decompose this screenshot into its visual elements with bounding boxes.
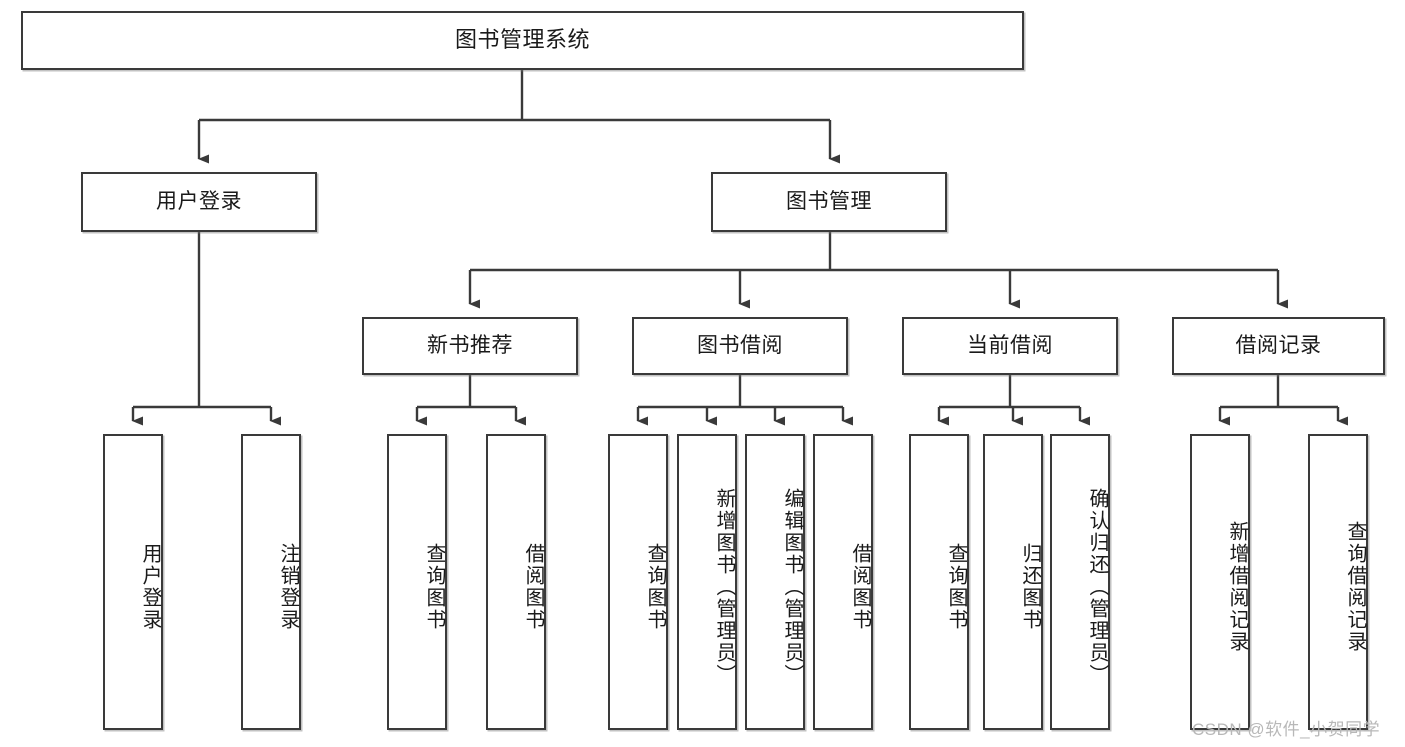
node-leaf-edit-book-admin[interactable]: 编辑图书（管理员） (745, 434, 805, 730)
node-label: 用户登录 (156, 190, 242, 214)
node-leaf-borrow-book[interactable]: 借阅图书 (813, 434, 873, 730)
node-leaf-query-book-current[interactable]: 查询图书 (909, 434, 969, 730)
node-book-manage[interactable]: 图书管理 (711, 172, 947, 232)
node-leaf-return-book[interactable]: 归还图书 (983, 434, 1043, 730)
node-label: 确认归还（管理员） (1086, 488, 1108, 686)
node-leaf-borrow-book-rec[interactable]: 借阅图书 (486, 434, 546, 730)
node-leaf-user-logout[interactable]: 注销登录 (241, 434, 301, 730)
node-label: 编辑图书（管理员） (781, 488, 803, 686)
node-root[interactable]: 图书管理系统 (21, 11, 1024, 70)
node-current-borrow[interactable]: 当前借阅 (902, 317, 1118, 375)
node-label: 查询图书 (644, 543, 666, 631)
node-label: 图书管理 (786, 190, 872, 214)
node-label: 新增借阅记录 (1226, 521, 1248, 653)
node-label: 注销登录 (277, 543, 299, 631)
node-leaf-query-borrow-record[interactable]: 查询借阅记录 (1308, 434, 1368, 730)
node-leaf-query-book-rec[interactable]: 查询图书 (387, 434, 447, 730)
node-label: 用户登录 (139, 543, 161, 631)
node-book-borrow[interactable]: 图书借阅 (632, 317, 848, 375)
node-label: 查询图书 (945, 543, 967, 631)
node-label: 查询借阅记录 (1344, 521, 1366, 653)
node-label: 归还图书 (1019, 543, 1041, 631)
node-user-login[interactable]: 用户登录 (81, 172, 317, 232)
node-leaf-add-borrow-record[interactable]: 新增借阅记录 (1190, 434, 1250, 730)
node-label: 借阅记录 (1235, 334, 1322, 358)
node-label: 借阅图书 (522, 543, 544, 631)
node-label: 图书借阅 (697, 334, 783, 358)
node-leaf-user-login[interactable]: 用户登录 (103, 434, 163, 730)
node-label: 图书管理系统 (454, 27, 590, 53)
node-label: 新书推荐 (427, 334, 513, 358)
node-leaf-add-book-admin[interactable]: 新增图书（管理员） (677, 434, 737, 730)
node-label: 查询图书 (423, 543, 445, 631)
watermark-label: CSDN @软件_小贺同学 (1192, 720, 1381, 739)
node-label: 当前借阅 (967, 334, 1053, 358)
node-leaf-query-book-borrow[interactable]: 查询图书 (608, 434, 668, 730)
node-label: 新增图书（管理员） (713, 488, 735, 686)
node-new-book-recommend[interactable]: 新书推荐 (362, 317, 578, 375)
node-borrow-record[interactable]: 借阅记录 (1172, 317, 1385, 375)
node-leaf-confirm-return-admin[interactable]: 确认归还（管理员） (1050, 434, 1110, 730)
node-label: 借阅图书 (849, 543, 871, 631)
